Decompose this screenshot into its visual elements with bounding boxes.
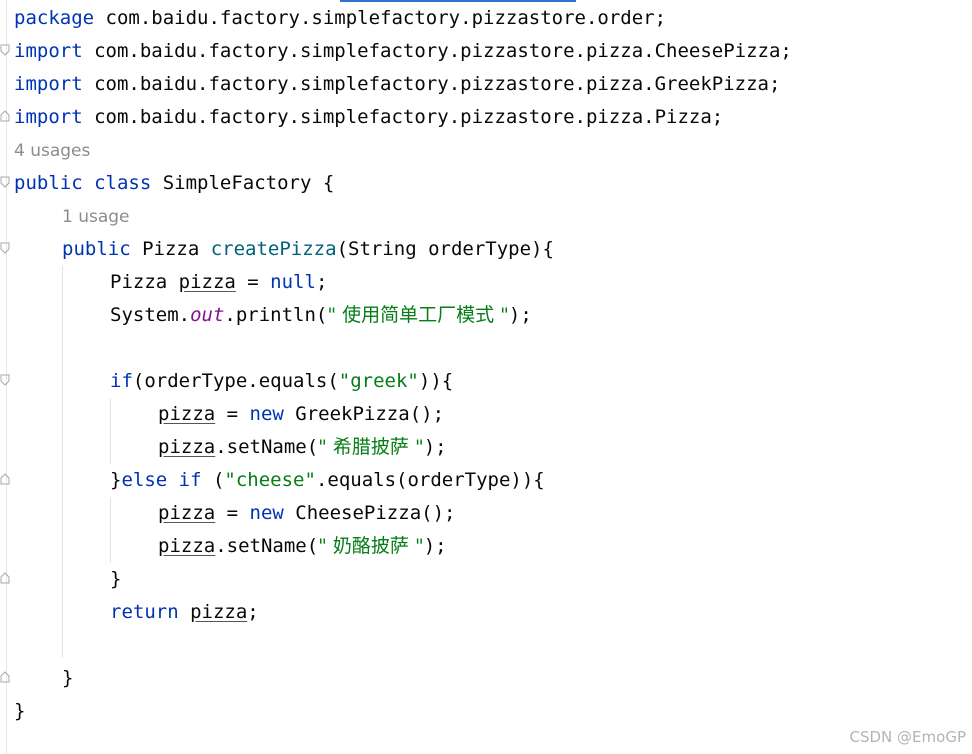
constructor-call: GreekPizza(); [283, 403, 445, 425]
code-line-assign[interactable]: pizza = new CheesePizza(); [158, 497, 455, 530]
keyword: import [14, 106, 83, 128]
code-line-elseif[interactable]: }else if ("cheese".equals(orderType)){ [110, 464, 545, 497]
fold-icon[interactable] [0, 44, 10, 56]
variable: pizza [158, 535, 216, 557]
string-literal: " 希腊披萨 " [318, 436, 424, 458]
code-line-method[interactable]: public Pizza createPizza(String orderTyp… [62, 233, 554, 266]
keyword: import [14, 73, 83, 95]
variable: pizza [178, 271, 236, 293]
terminator: ); [423, 436, 447, 458]
keyword: new [249, 502, 284, 524]
import-name: com.baidu.factory.simplefactory.pizzasto… [82, 106, 724, 128]
space [179, 601, 190, 623]
keyword: public [62, 238, 131, 260]
method-call: .setName( [215, 436, 319, 458]
brace: } [62, 667, 74, 689]
terminator: )){ [418, 370, 454, 392]
code-line-setname[interactable]: pizza.setName(" 希腊披萨 "); [158, 431, 447, 464]
method-call: .println( [224, 304, 328, 326]
variable: pizza [158, 403, 216, 425]
terminator: ; [315, 271, 328, 293]
fold-icon[interactable] [0, 176, 10, 188]
variable: pizza [158, 436, 216, 458]
terminator: ); [423, 535, 447, 557]
fold-icon[interactable] [0, 242, 10, 254]
code-line-if[interactable]: if(orderType.equals("greek")){ [110, 365, 453, 398]
object-name: System. [110, 304, 191, 326]
method-usages-hint[interactable]: 1 usage [62, 207, 130, 227]
fold-icon[interactable] [0, 374, 10, 386]
watermark: CSDN @EmoGP [849, 728, 966, 746]
usages-hint-line[interactable]: 1 usage [62, 200, 130, 233]
method-name: createPizza [210, 238, 337, 260]
import-name: com.baidu.factory.simplefactory.pizzasto… [82, 73, 781, 95]
class-usages-hint[interactable]: 4 usages [14, 141, 91, 161]
code-line-decl[interactable]: Pizza pizza = null; [110, 266, 327, 299]
terminator: ); [508, 304, 532, 326]
string-literal: "cheese" [224, 469, 316, 491]
return-type: Pizza [130, 238, 211, 260]
keyword: else if [121, 469, 202, 491]
keyword: return [110, 601, 179, 623]
usages-hint-line[interactable]: 4 usages [14, 134, 90, 167]
fold-icon[interactable] [0, 473, 10, 485]
selection-highlight-bar [340, 0, 576, 2]
string-literal: " 奶酪披萨 " [318, 535, 424, 557]
code-line-assign[interactable]: pizza = new GreekPizza(); [158, 398, 444, 431]
condition: (orderType.equals( [132, 370, 339, 392]
code-line-close-class[interactable]: } [14, 695, 25, 728]
code-line-package[interactable]: package com.baidu.factory.simplefactory.… [14, 2, 666, 35]
keyword: if [110, 370, 133, 392]
keyword: package [14, 7, 95, 29]
constructor-call: CheesePizza(); [283, 502, 456, 524]
terminator: ; [247, 601, 259, 623]
string-literal: " 使用简单工厂模式 " [327, 304, 509, 326]
method-params: (String orderType){ [336, 238, 554, 260]
indent-guide [62, 266, 63, 658]
string-literal: "greek" [338, 370, 419, 392]
keyword: new [249, 403, 284, 425]
package-name: com.baidu.factory.simplefactory.pizzasto… [94, 7, 667, 29]
variable: pizza [190, 601, 248, 623]
brace: } [110, 568, 122, 590]
operator: = [215, 502, 250, 524]
code-line-class[interactable]: public class SimpleFactory { [14, 167, 334, 200]
code-line-setname[interactable]: pizza.setName(" 奶酪披萨 "); [158, 530, 447, 563]
paren: ( [201, 469, 225, 491]
fold-icon[interactable] [0, 671, 10, 683]
code-line-return[interactable]: return pizza; [110, 596, 259, 629]
method-call: .setName( [215, 535, 319, 557]
type-name: Pizza [110, 271, 179, 293]
code-line-close-if[interactable]: } [110, 563, 121, 596]
static-field: out [190, 304, 225, 326]
class-name: SimpleFactory { [151, 172, 335, 194]
keyword: public class [14, 172, 152, 194]
operator: = [235, 271, 271, 293]
indent-guide [110, 398, 111, 464]
brace: } [14, 700, 26, 722]
indent-guide [110, 497, 111, 563]
keyword: null [270, 271, 316, 293]
fold-icon[interactable] [0, 110, 10, 122]
code-line-print[interactable]: System.out.println(" 使用简单工厂模式 "); [110, 299, 532, 332]
import-name: com.baidu.factory.simplefactory.pizzasto… [82, 40, 792, 62]
code-line-close-method[interactable]: } [62, 662, 73, 695]
keyword: import [14, 40, 83, 62]
condition: .equals(orderType)){ [315, 469, 545, 491]
variable: pizza [158, 502, 216, 524]
brace: } [110, 469, 122, 491]
code-line-import[interactable]: import com.baidu.factory.simplefactory.p… [14, 35, 792, 68]
gutter-divider [6, 0, 7, 754]
code-line-import[interactable]: import com.baidu.factory.simplefactory.p… [14, 101, 723, 134]
operator: = [215, 403, 250, 425]
fold-icon[interactable] [0, 572, 10, 584]
code-line-import[interactable]: import com.baidu.factory.simplefactory.p… [14, 68, 780, 101]
